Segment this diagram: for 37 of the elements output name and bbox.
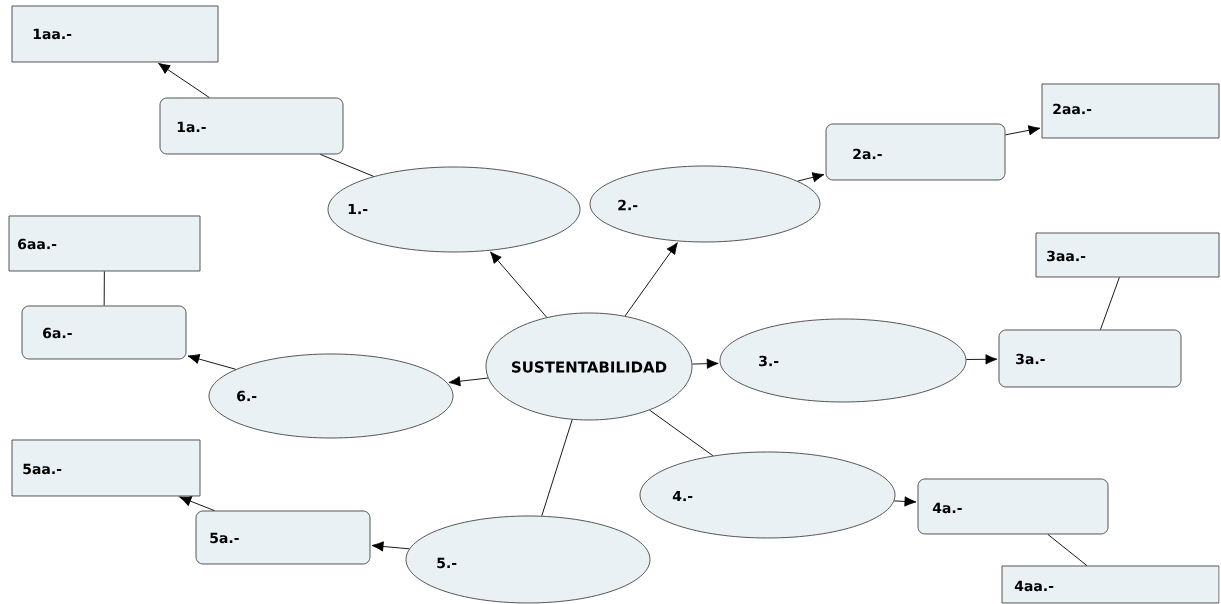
arrow bbox=[179, 496, 215, 511]
connector-line bbox=[1047, 534, 1088, 566]
ellipse-node: 6.- bbox=[208, 353, 454, 439]
rounded-box: 1a.- bbox=[159, 97, 344, 155]
ellipse-node: SUSTENTABILIDAD bbox=[485, 312, 693, 421]
ellipse-node: 5.- bbox=[405, 515, 651, 604]
rounded-box: 2a.- bbox=[825, 123, 1006, 181]
ellipse-node: 1.- bbox=[327, 166, 581, 253]
rounded-box: 4a.- bbox=[917, 478, 1109, 535]
arrow bbox=[187, 353, 237, 370]
connector-line bbox=[320, 154, 375, 177]
arrow bbox=[371, 541, 410, 552]
text-box: 3aa.- bbox=[1035, 232, 1220, 278]
arrow bbox=[965, 354, 998, 365]
text-box: 2aa.- bbox=[1041, 83, 1220, 139]
rounded-box: 5a.- bbox=[195, 510, 371, 565]
arrow bbox=[490, 251, 548, 318]
text-box: 1aa.- bbox=[11, 5, 219, 63]
ellipse-node: 3.- bbox=[719, 318, 967, 403]
ellipse-node: 2.- bbox=[589, 165, 821, 243]
connector-line bbox=[103, 271, 105, 306]
arrow bbox=[158, 62, 210, 98]
connector-line bbox=[649, 409, 714, 457]
rounded-box: 3a.- bbox=[998, 329, 1182, 388]
rounded-box: 6a.- bbox=[21, 305, 187, 360]
text-box: 4aa.- bbox=[1001, 565, 1220, 604]
arrow bbox=[448, 376, 489, 387]
ellipse-node: 4.- bbox=[639, 451, 896, 539]
arrow bbox=[893, 496, 917, 507]
arrow bbox=[797, 172, 825, 183]
arrow bbox=[1005, 125, 1041, 136]
connector-line bbox=[1100, 277, 1120, 330]
text-box: 5aa.- bbox=[11, 439, 201, 497]
connector-line bbox=[541, 419, 573, 517]
text-box: 6aa.- bbox=[8, 215, 201, 272]
arrow bbox=[691, 358, 719, 369]
arrow bbox=[624, 242, 678, 317]
